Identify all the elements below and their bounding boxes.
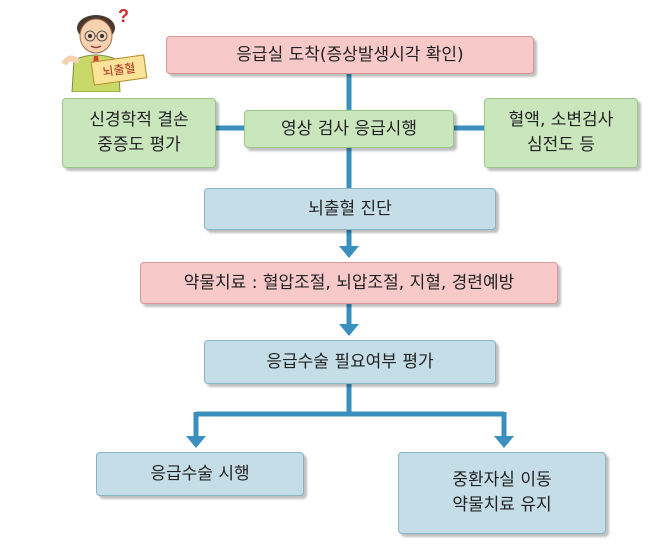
node-neuro-evaluation-line-1: 신경학적 결손 [89,110,189,131]
node-icu-transfer-line-2: 약물치료 유지 [452,495,552,515]
node-neuro-evaluation-line-2: 중증도 평가 [97,135,181,155]
doctor-illustration: ? 뇌출혈 [52,6,152,93]
arrowhead-icu [494,436,514,448]
node-lab-tests: 혈액, 소변검사 심전도 등 [484,98,638,168]
node-medication: 약물치료 : 혈압조절, 뇌압조절, 지혈, 경련예방 [140,262,558,304]
node-diagnosis: 뇌출혈 진단 [204,188,496,230]
node-lab-tests-line-2: 심전도 등 [527,135,595,155]
arrowhead-surgery-eval [339,324,359,336]
node-surgery-evaluation: 응급수술 필요여부 평가 [204,340,496,384]
node-lab-tests-line-1: 혈액, 소변검사 [508,110,614,131]
node-er-arrival: 응급실 도착(증상발생시각 확인) [166,36,534,74]
node-neuro-evaluation: 신경학적 결손 중증도 평가 [62,98,216,168]
question-mark: ? [118,6,129,26]
arrowhead-surgery [186,436,206,448]
arrowhead-medication [339,246,359,258]
node-imaging: 영상 검사 응급시행 [244,110,454,148]
node-emergency-surgery: 응급수술 시행 [96,452,304,496]
node-icu-transfer-line-1: 중환자실 이동 [452,470,552,491]
node-icu-transfer: 중환자실 이동 약물치료 유지 [398,452,606,534]
